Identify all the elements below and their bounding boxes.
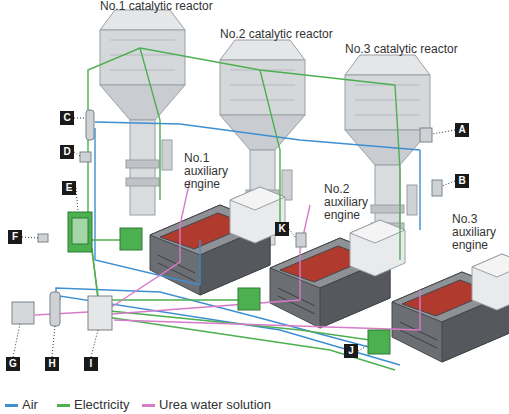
part-label: No.3 auxiliary engine bbox=[452, 213, 508, 252]
leader-line bbox=[432, 130, 455, 134]
electricity-wire bbox=[140, 48, 160, 200]
leader-line bbox=[76, 188, 78, 212]
callout-letter: E bbox=[66, 182, 73, 193]
urea-wire bbox=[35, 312, 88, 315]
callout-letter: D bbox=[63, 146, 70, 157]
part-label: No.1 auxiliary engine bbox=[184, 152, 240, 191]
legend-text: Urea water solution bbox=[159, 397, 271, 412]
legend-item: Air bbox=[5, 398, 38, 412]
equipment-parts bbox=[12, 302, 34, 324]
legend-text: Electricity bbox=[74, 397, 130, 412]
callout-letter: F bbox=[12, 231, 18, 242]
urea-wire bbox=[35, 180, 420, 330]
reactor-group bbox=[100, 10, 185, 215]
leader-line bbox=[91, 330, 98, 357]
callout-box: C bbox=[60, 111, 74, 125]
electricity-wire bbox=[395, 85, 400, 260]
equipment-parts bbox=[80, 152, 91, 162]
urea-wire bbox=[112, 250, 300, 314]
legend-item: Electricity bbox=[57, 398, 130, 412]
callout-box: A bbox=[455, 123, 469, 137]
air-wire bbox=[60, 296, 400, 365]
callout-box: H bbox=[45, 357, 59, 371]
legend-swatch bbox=[57, 404, 70, 407]
equipment-parts bbox=[38, 234, 48, 242]
equipment-parts bbox=[368, 330, 390, 354]
leader-line bbox=[13, 118, 455, 357]
legend-text: Air bbox=[22, 397, 38, 412]
equipment-parts bbox=[238, 288, 260, 310]
legend-item: Urea water solution bbox=[142, 398, 271, 412]
equipment-parts bbox=[12, 110, 442, 354]
equipment-parts bbox=[432, 180, 442, 196]
legend-swatch bbox=[5, 404, 18, 407]
part-label: No.2 catalytic reactor bbox=[220, 28, 333, 41]
callout-box: E bbox=[62, 181, 76, 195]
electricity-wire bbox=[88, 48, 400, 370]
callout-box: G bbox=[6, 357, 20, 371]
engine-group bbox=[150, 187, 285, 295]
engine-group bbox=[392, 254, 509, 362]
equipment-parts bbox=[120, 228, 142, 250]
callout-letter: H bbox=[48, 358, 55, 369]
equipment-parts bbox=[72, 218, 88, 244]
leader-line bbox=[13, 324, 20, 357]
part-label: No.3 catalytic reactor bbox=[345, 43, 458, 56]
callout-box: I bbox=[84, 357, 98, 371]
callout-box: F bbox=[8, 230, 22, 244]
air-wire bbox=[95, 122, 420, 150]
equipment-parts bbox=[296, 233, 306, 247]
air-wire bbox=[419, 150, 420, 230]
callout-letter: K bbox=[278, 223, 285, 234]
equipment-parts bbox=[68, 212, 92, 252]
equipment-parts bbox=[420, 128, 432, 142]
callout-letter: G bbox=[9, 358, 17, 369]
leader-line bbox=[52, 326, 55, 357]
callout-letter: J bbox=[348, 345, 354, 356]
leader-line bbox=[74, 152, 80, 156]
electricity-wire bbox=[260, 70, 280, 230]
callout-letter: A bbox=[458, 124, 465, 135]
legend-swatch bbox=[142, 404, 155, 407]
leader-line bbox=[358, 345, 368, 351]
callout-box: D bbox=[60, 145, 74, 159]
equipment-parts bbox=[88, 296, 112, 330]
electricity-wire bbox=[92, 248, 240, 300]
equipment-parts bbox=[86, 110, 94, 140]
leader-line bbox=[289, 229, 296, 238]
leader-line bbox=[74, 118, 86, 119]
callout-box: B bbox=[455, 174, 469, 188]
leader-line bbox=[22, 237, 38, 238]
leader-line bbox=[442, 181, 455, 186]
callout-letter: C bbox=[63, 112, 70, 123]
callout-box: J bbox=[344, 344, 358, 358]
urea-wire bbox=[114, 290, 420, 330]
callout-box: K bbox=[275, 222, 289, 236]
engine-group bbox=[270, 220, 405, 328]
callout-letter: I bbox=[90, 358, 93, 369]
air-wire bbox=[56, 288, 380, 350]
urea-wire bbox=[110, 225, 180, 308]
equipment-parts bbox=[50, 292, 60, 326]
air-wire bbox=[56, 122, 420, 365]
callout-letter: B bbox=[458, 175, 465, 186]
part-label: No.2 auxiliary engine bbox=[324, 183, 380, 222]
part-label: No.1 catalytic reactor bbox=[100, 0, 213, 13]
air-wire bbox=[199, 240, 200, 285]
